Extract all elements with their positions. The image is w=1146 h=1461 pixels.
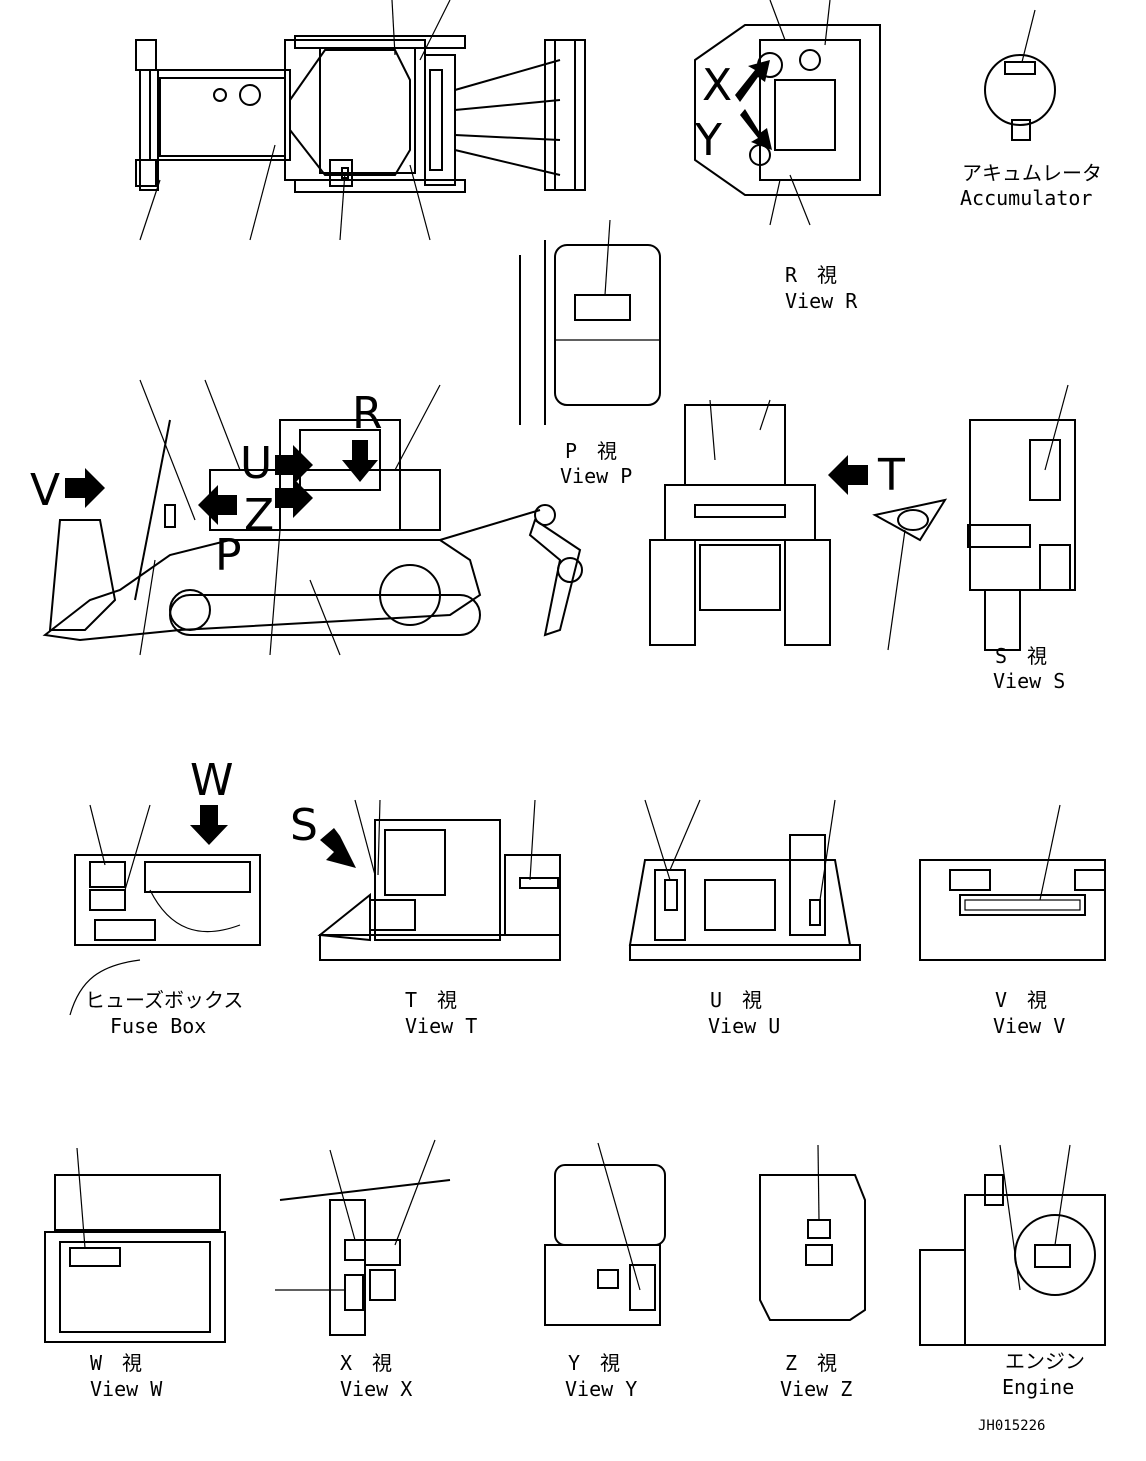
arrow-t — [828, 455, 868, 495]
view-t-drawing: S T 視 View T — [290, 799, 561, 1038]
letter-x: X — [702, 60, 732, 111]
view-y-label-jp: Y 視 — [568, 1351, 620, 1375]
arrow-p — [198, 485, 237, 525]
view-v-drawing: V 視 View V — [919, 804, 1106, 1038]
arrow-s — [320, 828, 356, 868]
engine-label-en: Engine — [1002, 1375, 1074, 1399]
view-s-label-jp: S 視 — [995, 644, 1047, 668]
view-y-drawing: Y 視 View Y — [544, 1142, 666, 1401]
view-s-drawing: S 視 View S — [967, 384, 1076, 693]
arrow-v — [65, 468, 105, 508]
view-u-label-en: View U — [708, 1014, 780, 1038]
view-v-label-en: View V — [993, 1014, 1065, 1038]
arrow-y — [740, 109, 772, 150]
letter-r: R — [352, 388, 383, 439]
letter-t: T — [877, 450, 905, 501]
fuse-label-en: Fuse Box — [110, 1014, 206, 1038]
cab-floor-view: X Y — [694, 0, 881, 226]
view-w-drawing: W 視 View W — [44, 1147, 226, 1401]
view-t-label-jp: T 視 — [405, 988, 457, 1012]
view-z-label-jp: Z 視 — [785, 1351, 837, 1375]
arrow-u — [275, 445, 313, 485]
letter-z: Z — [244, 490, 274, 541]
view-v-label-jp: V 視 — [995, 988, 1047, 1012]
letter-v: V — [30, 465, 60, 516]
accumulator-label-jp: アキュムレータ — [962, 161, 1102, 185]
arrow-z — [275, 478, 313, 518]
letter-p: P — [215, 530, 242, 581]
accumulator-label-en: Accumulator — [960, 186, 1092, 210]
accumulator-drawing: アキュムレータ Accumulator — [960, 9, 1102, 210]
rear-view: T — [649, 399, 948, 651]
view-x-label-jp: X 視 — [340, 1351, 392, 1375]
view-y-label-en: View Y — [565, 1377, 637, 1401]
engine-drawing: エンジン Engine — [919, 1144, 1106, 1399]
letter-s: S — [290, 800, 318, 851]
fuse-box-drawing: W ヒューズボックス Fuse Box — [69, 755, 261, 1038]
view-u-drawing: U 視 View U — [628, 799, 861, 1038]
arrow-r — [342, 440, 378, 482]
letter-y: Y — [694, 115, 722, 166]
drawing-code: JH015226 — [978, 1418, 1045, 1434]
view-u-label-jp: U 視 — [710, 988, 762, 1012]
view-w-label-en: View W — [90, 1377, 163, 1401]
view-p-label-en: View P — [560, 464, 632, 488]
side-view: V U Z P R — [30, 379, 583, 656]
view-p-label-jp: P 視 — [565, 439, 617, 463]
top-view — [135, 0, 586, 241]
view-r-label-en: View R — [785, 289, 858, 313]
arrow-w — [190, 805, 228, 845]
fuse-label-jp: ヒューズボックス — [85, 988, 243, 1012]
view-r-label-jp: R 視 — [785, 263, 837, 287]
view-p-drawing: P 視 View P — [519, 219, 661, 488]
view-z-label-en: View Z — [780, 1377, 852, 1401]
arrow-x — [735, 60, 770, 102]
engine-label-jp: エンジン — [1005, 1349, 1085, 1373]
letter-u: U — [240, 438, 272, 489]
view-z-drawing: Z 視 View Z — [759, 1144, 866, 1401]
view-s-label-en: View S — [993, 669, 1065, 693]
letter-w: W — [190, 755, 234, 806]
view-x-drawing: X 視 View X — [275, 1139, 451, 1401]
view-t-label-en: View T — [405, 1014, 477, 1038]
view-w-label-jp: W 視 — [90, 1351, 142, 1375]
view-x-label-en: View X — [340, 1377, 412, 1401]
